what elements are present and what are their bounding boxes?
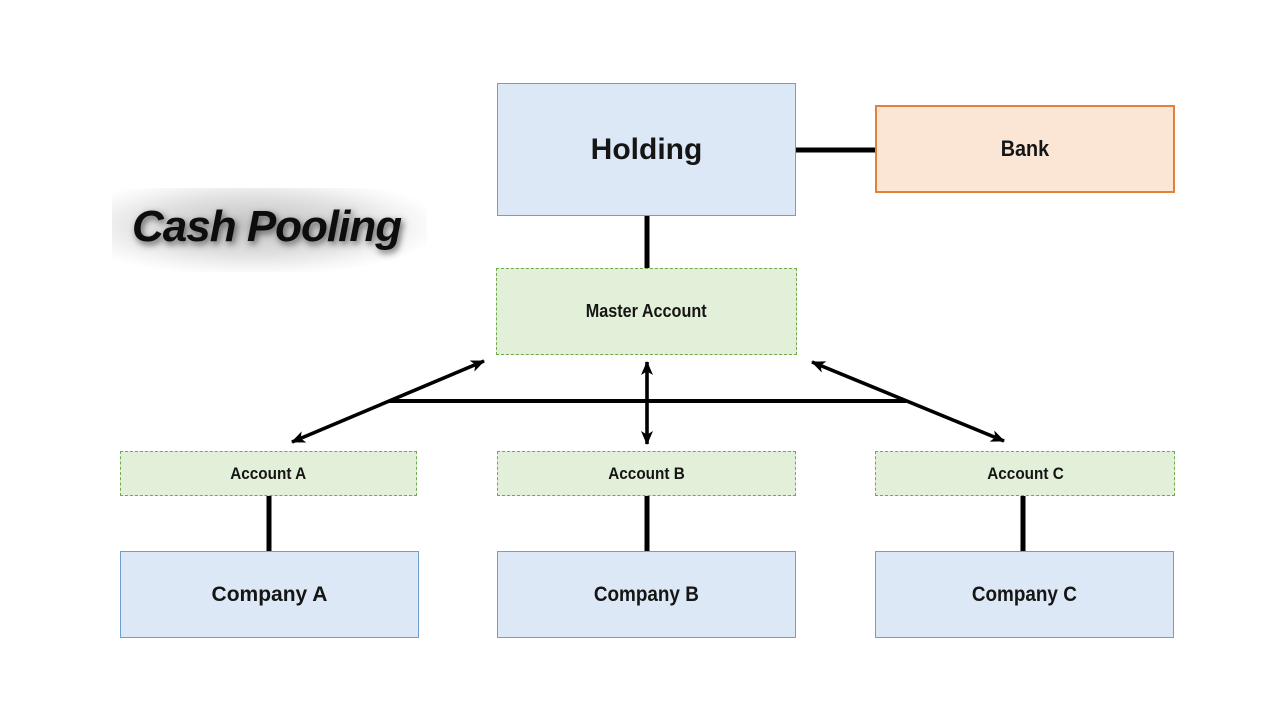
edge-master-account-c — [811, 360, 1005, 443]
node-master-account: Master Account — [496, 268, 797, 355]
node-company-a: Company A — [120, 551, 419, 638]
node-company-c-label: Company C — [971, 582, 1078, 606]
diagram-title: Cash Pooling — [112, 188, 428, 272]
node-account-b-label: Account B — [608, 463, 685, 483]
node-master-account-label: Master Account — [586, 301, 707, 321]
node-account-b: Account B — [497, 451, 796, 496]
node-account-a: Account A — [120, 451, 417, 496]
node-company-b-label: Company B — [593, 582, 700, 606]
node-company-a-label: Company A — [211, 582, 328, 606]
node-company-b: Company B — [497, 551, 796, 638]
edge-master-account-a — [291, 359, 485, 444]
node-account-c: Account C — [875, 451, 1175, 496]
node-holding: Holding — [497, 83, 796, 216]
node-holding-label: Holding — [590, 132, 703, 166]
node-account-a-label: Account A — [230, 463, 307, 483]
node-company-c: Company C — [875, 551, 1174, 638]
node-account-c-label: Account C — [986, 463, 1064, 483]
node-bank-label: Bank — [1000, 136, 1050, 161]
node-bank: Bank — [875, 105, 1175, 193]
